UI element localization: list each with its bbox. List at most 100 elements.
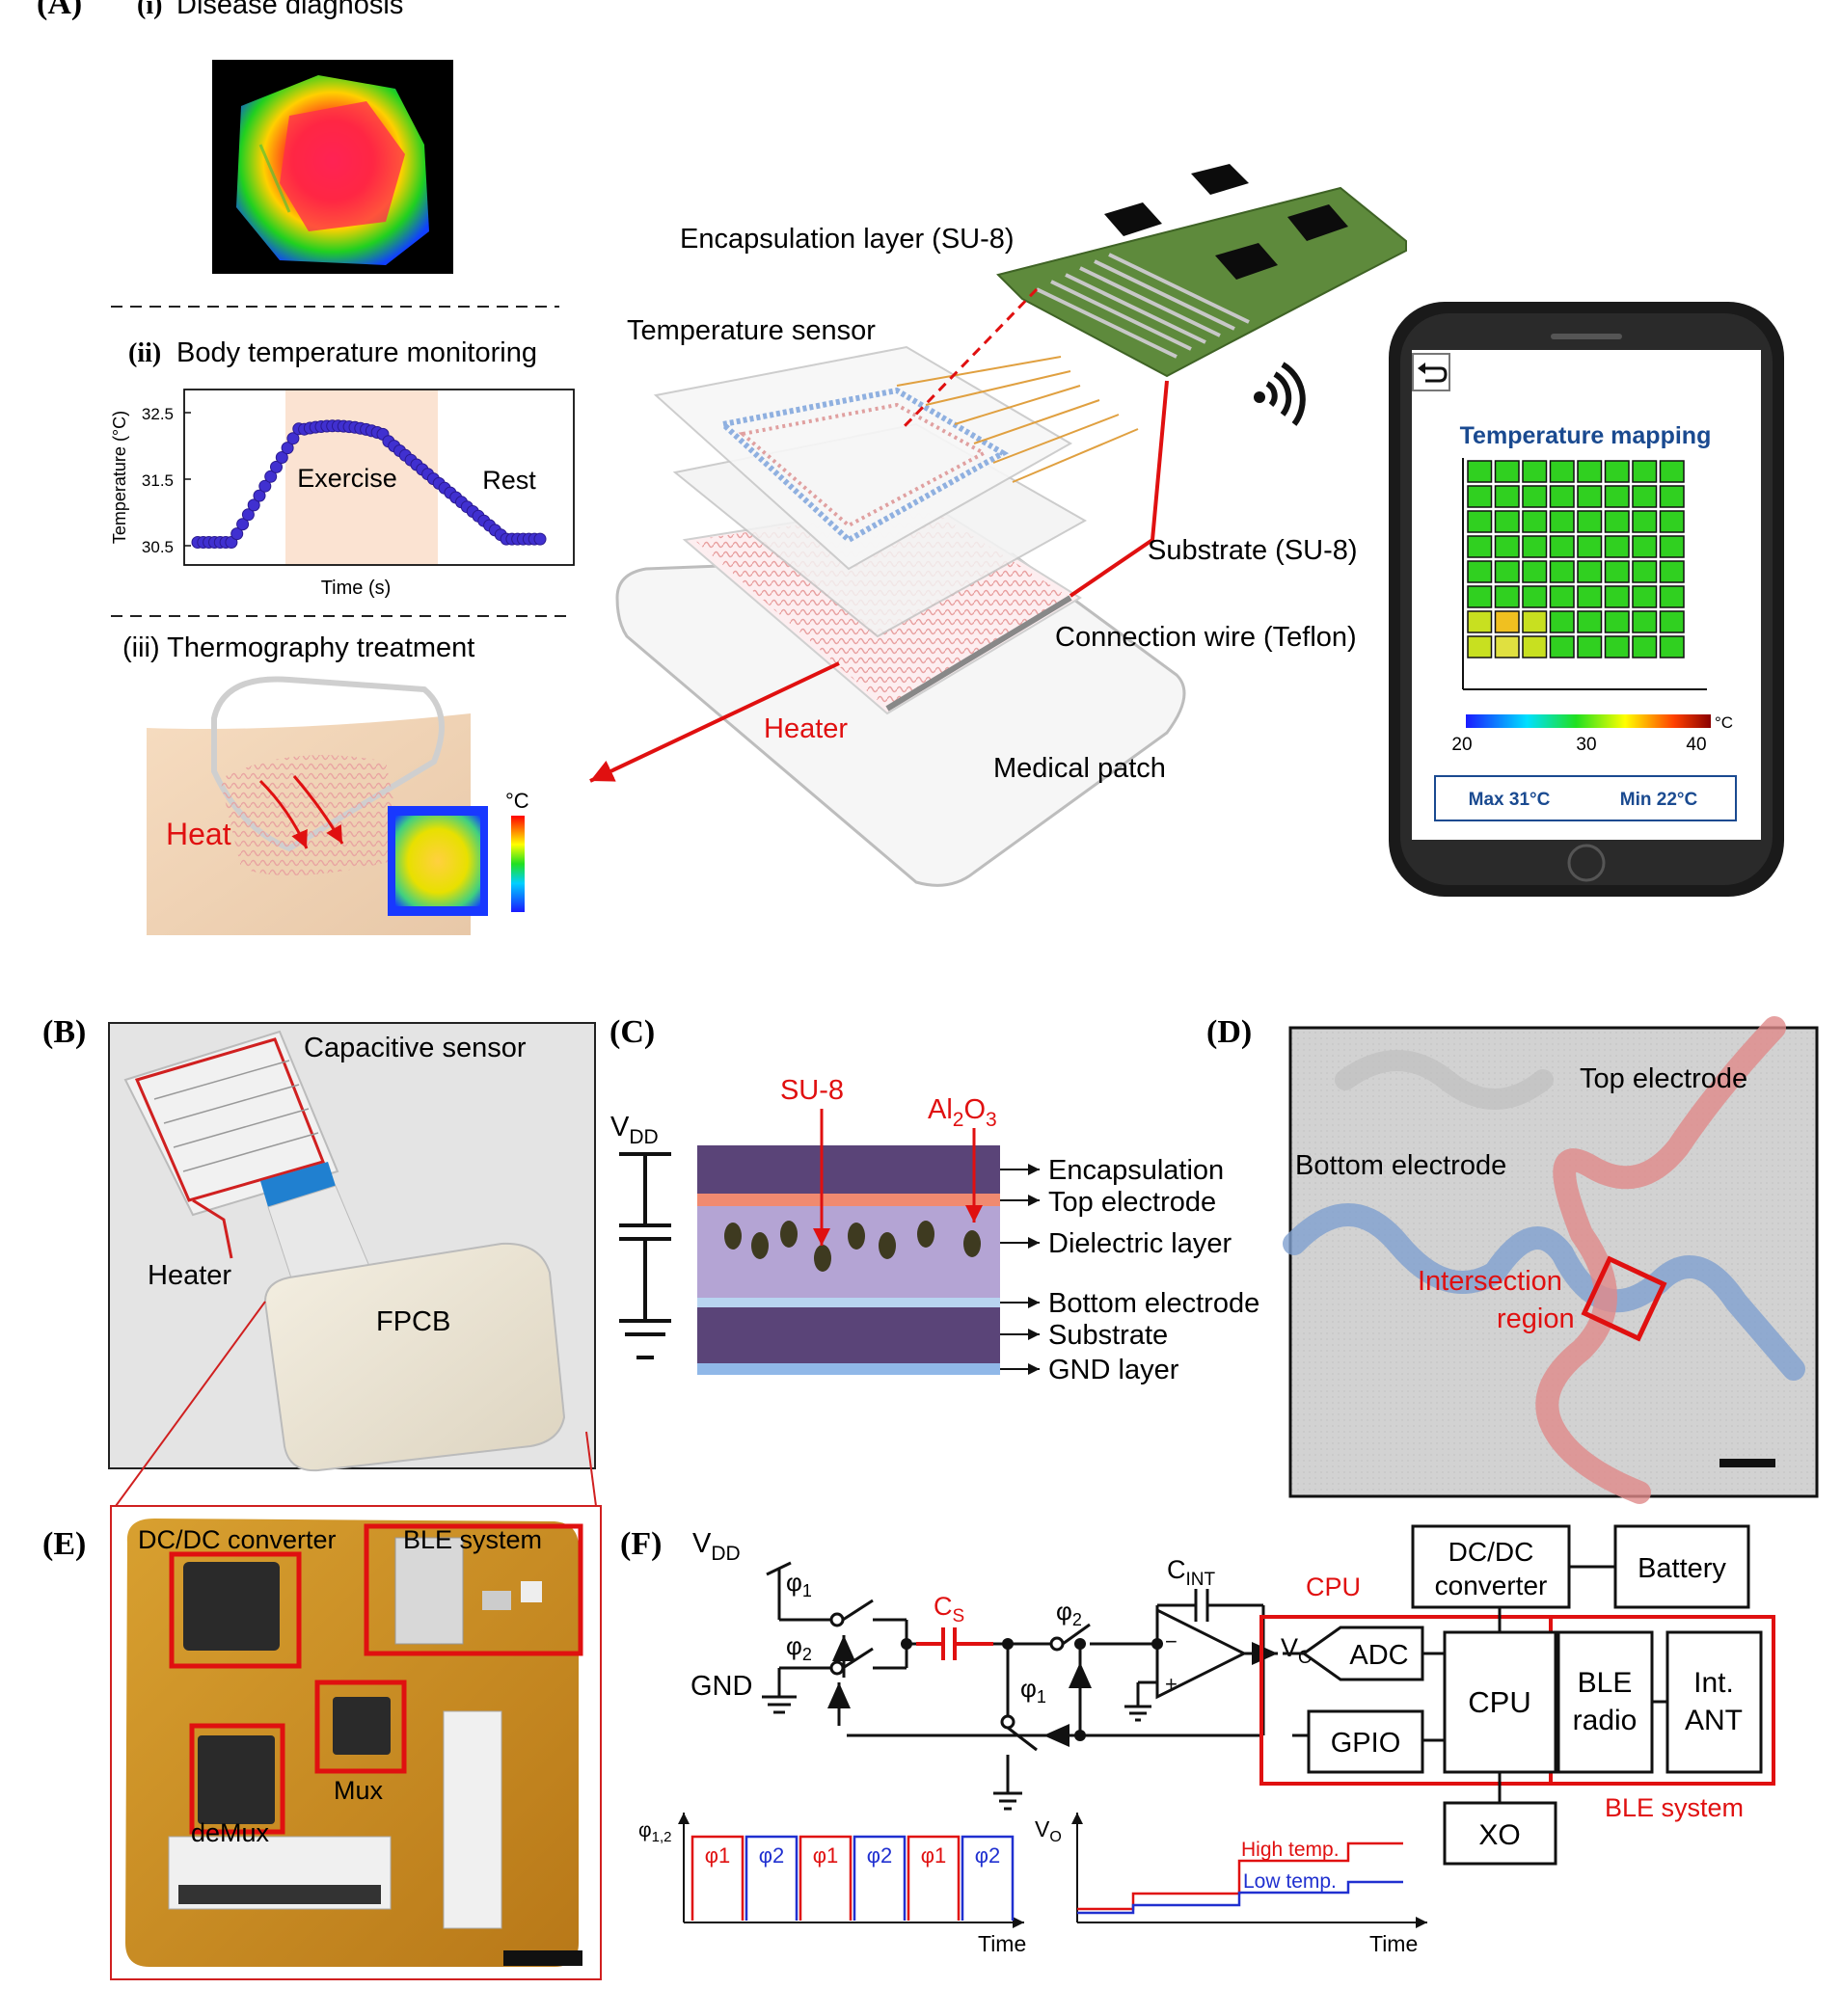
grid-cell	[1632, 535, 1658, 558]
heat-label: Heat	[166, 817, 231, 851]
temperature-point	[230, 527, 244, 541]
encapsulation-layer	[697, 1145, 1000, 1194]
scale-unit: °C	[1715, 713, 1733, 732]
disease-thermal-image	[212, 60, 453, 274]
ble-module	[394, 1537, 464, 1645]
substrate-layer	[697, 1307, 1000, 1363]
grid-cell	[1467, 635, 1493, 659]
wireless-signal-icon	[1254, 362, 1306, 426]
thermography-treatment-illustration: Heat °C	[147, 676, 529, 935]
pulse-label: φ1	[813, 1843, 839, 1868]
grid-cell	[1522, 460, 1548, 483]
panel-b-label: (B)	[42, 1014, 86, 1050]
demux-highlight	[189, 1723, 285, 1835]
dcdc-chip	[183, 1562, 280, 1651]
panel-d-label: (D)	[1206, 1014, 1252, 1050]
temperature-point	[533, 532, 547, 546]
vo-x-label: Time	[1369, 1931, 1418, 1956]
battery-text: Battery	[1638, 1553, 1726, 1584]
temperature-point	[241, 508, 255, 522]
ble-highlight	[364, 1523, 583, 1656]
fpc-connector-right	[443, 1710, 502, 1929]
panel-d: (D) Top electrode Bottom electrode Inter…	[1206, 1014, 1819, 1504]
bottom-electrode-trace	[1283, 1203, 1805, 1381]
sensor-grid	[717, 387, 1010, 544]
top-electrode-layer	[697, 1194, 1000, 1206]
intersection-box	[1581, 1255, 1667, 1342]
home-button[interactable]	[1567, 844, 1606, 882]
vdd-label-f: VDD	[692, 1528, 741, 1565]
grid-cell	[1604, 460, 1630, 483]
grid-cell	[1577, 610, 1603, 633]
output-voltage-diagram: VO Time High temp. Low temp.	[1035, 1813, 1427, 1956]
y-tick-label: 31.5	[142, 471, 174, 490]
scale-tick: 30	[1576, 735, 1596, 755]
phase-pulse	[690, 1835, 745, 1921]
phi2-label: φ2	[1056, 1597, 1082, 1629]
phase-pulse	[799, 1835, 853, 1921]
phi1-label: φ1	[1020, 1674, 1046, 1707]
back-icon[interactable]	[1412, 353, 1450, 391]
connection-wire	[1069, 380, 1169, 598]
plot-x-label: Time (s)	[321, 578, 392, 599]
y-tick-label: 32.5	[142, 405, 174, 423]
grid-cell	[1494, 635, 1520, 659]
phase-pulse	[907, 1835, 961, 1921]
grid-cell	[1577, 585, 1603, 608]
cs-label: CS	[934, 1592, 964, 1626]
grid-cell	[1604, 585, 1630, 608]
capacitive-sensor-film	[123, 1030, 339, 1217]
top-electrode-trace	[1535, 1016, 1786, 1504]
layer-label: Substrate	[1048, 1320, 1168, 1351]
sub-ii-title: Body temperature monitoring	[176, 337, 537, 368]
grid-cell	[1467, 485, 1493, 508]
patch-label: Medical patch	[993, 753, 1166, 784]
grid-cell	[1522, 585, 1548, 608]
sub-i-number: (i)	[137, 0, 162, 20]
grid-cell	[1659, 510, 1685, 533]
grid-cell	[1604, 535, 1630, 558]
phi1-label: φ1	[786, 1568, 812, 1600]
grid-cell	[1522, 560, 1548, 583]
temperature-point	[258, 479, 272, 493]
body-temperature-plot: 32.5 31.5 30.5 Temperature (°C) Time (s)…	[110, 389, 575, 599]
y-tick-label: 30.5	[142, 538, 174, 556]
layer-label: Dielectric layer	[1048, 1228, 1232, 1259]
dcdc-text: converter	[1435, 1571, 1548, 1600]
connector-tab	[260, 1162, 336, 1207]
grid-cell	[1577, 485, 1603, 508]
grid-cell	[1632, 460, 1658, 483]
grid-cell	[1494, 535, 1520, 558]
demux-label: deMux	[191, 1818, 270, 1847]
treatment-unit: °C	[505, 789, 529, 813]
top-electrode-label: Top electrode	[1580, 1063, 1747, 1094]
temperature-point	[275, 451, 288, 464]
heater-label-b: Heater	[148, 1260, 231, 1291]
grid-cell	[1522, 535, 1548, 558]
grid-cell	[1549, 635, 1575, 659]
grid-cell	[1494, 460, 1520, 483]
fpcb-enclosure	[263, 1242, 566, 1472]
panel-c-label: (C)	[609, 1014, 655, 1050]
panel-e: (E) DC/DC converter BLE system Mux deMux	[42, 1505, 602, 1980]
temperature-point	[236, 518, 250, 531]
grid-cell	[1659, 535, 1685, 558]
dcdc-label: DC/DC converter	[138, 1525, 337, 1554]
capacitor-symbol	[619, 1152, 671, 1359]
grid-cell	[1632, 510, 1658, 533]
pulse-label: φ1	[705, 1843, 731, 1868]
scale-bar	[1719, 1459, 1775, 1467]
grid-cell	[1659, 610, 1685, 633]
gnd-label: GND	[690, 1671, 752, 1702]
switch-control-arrows	[827, 1635, 1092, 1747]
grid-cell	[1549, 585, 1575, 608]
exercise-label: Exercise	[297, 464, 397, 493]
grid-cell	[1577, 460, 1603, 483]
temperature-point	[264, 470, 278, 483]
cint-label: CINT	[1167, 1555, 1216, 1590]
grid-cell	[1467, 510, 1493, 533]
temperature-grid	[1467, 460, 1685, 659]
intersection-label: Intersection	[1418, 1266, 1562, 1297]
grid-cell	[1467, 535, 1493, 558]
